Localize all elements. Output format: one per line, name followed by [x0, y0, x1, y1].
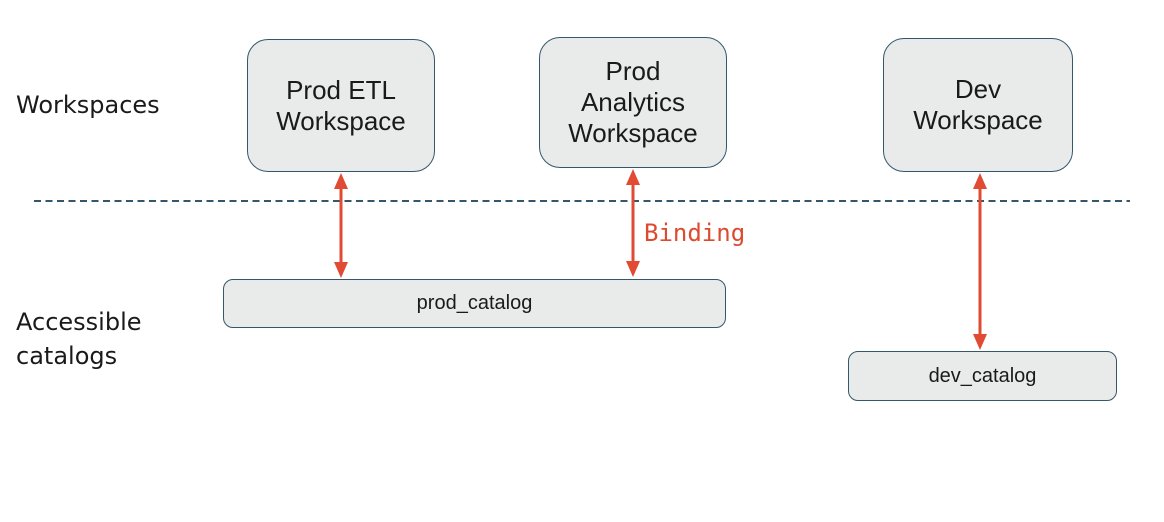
binding-arrow-prod-etl [334, 173, 348, 278]
workspace-box-prod-etl-label: Prod ETL Workspace [276, 74, 406, 136]
catalog-box-dev-label: dev_catalog [928, 364, 1037, 387]
arrow-head-up-icon [626, 169, 640, 185]
arrow-head-down-icon [973, 334, 987, 350]
binding-arrow-prod-analytics [626, 169, 640, 277]
arrow-head-up-icon [973, 173, 987, 189]
workspace-box-dev: Dev Workspace [883, 38, 1073, 172]
binding-arrow-dev [973, 173, 987, 350]
row-label-workspaces: Workspaces [16, 91, 160, 119]
workspace-box-prod-analytics-label: Prod Analytics Workspace [568, 56, 698, 148]
catalog-box-prod: prod_catalog [223, 279, 726, 328]
row-label-accessible-catalogs: Accessible catalogs [16, 308, 142, 370]
workspace-box-prod-etl: Prod ETL Workspace [247, 39, 435, 172]
arrow-head-up-icon [334, 173, 348, 189]
arrow-head-down-icon [334, 262, 348, 278]
workspace-box-dev-label: Dev Workspace [913, 74, 1043, 135]
arrow-head-down-icon [626, 261, 640, 277]
catalog-box-prod-label: prod_catalog [416, 292, 533, 314]
catalog-box-dev: dev_catalog [848, 351, 1117, 401]
workspace-box-prod-analytics: Prod Analytics Workspace [539, 37, 727, 168]
binding-label: Binding [644, 219, 746, 247]
